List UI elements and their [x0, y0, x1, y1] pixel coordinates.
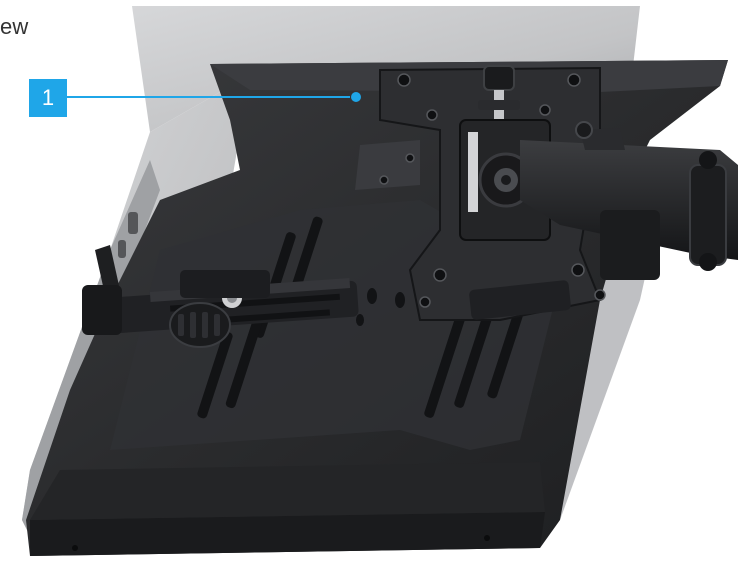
- callout-marker-1: 1: [29, 79, 67, 117]
- callout-anchor-dot: [351, 92, 361, 102]
- caption-text: ew: [0, 14, 29, 39]
- side-clamp: [95, 245, 120, 295]
- callout-leader-line: [67, 96, 350, 98]
- monitor-arm: [520, 140, 738, 260]
